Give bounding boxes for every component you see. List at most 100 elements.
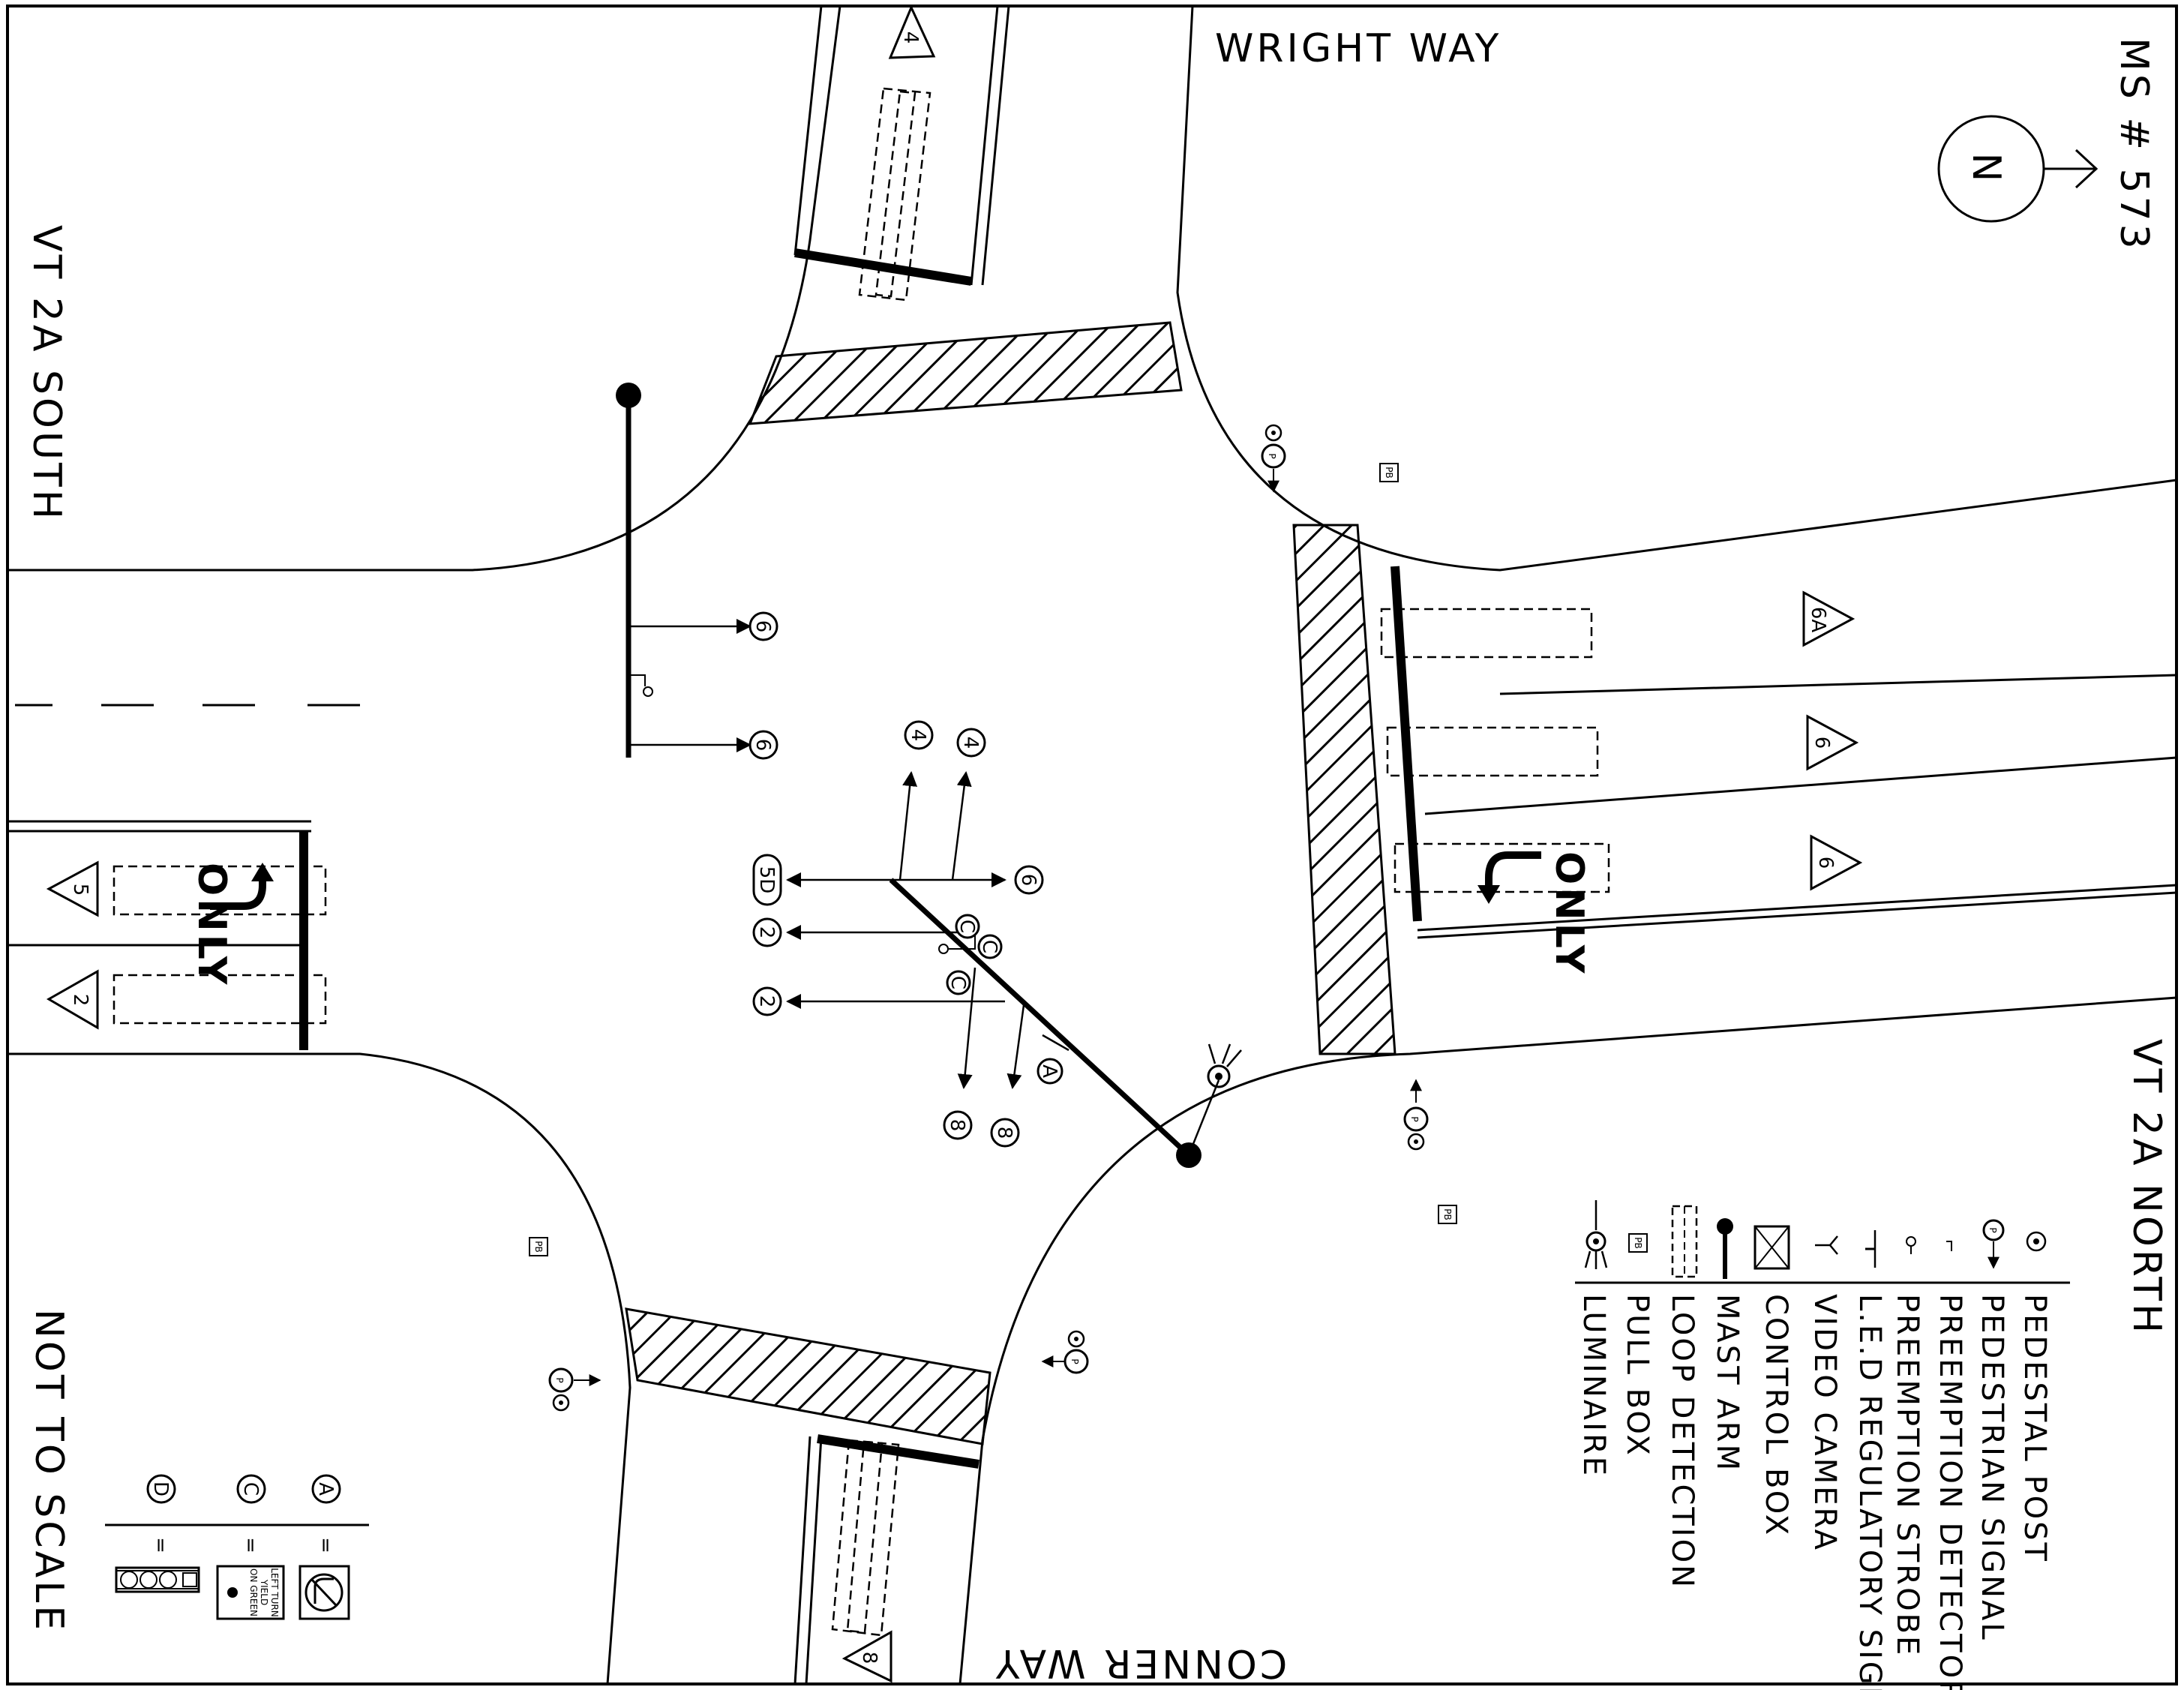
svg-text:4: 4 <box>907 729 929 742</box>
svg-text:A: A <box>1038 1064 1060 1078</box>
signal-head-diag-2-upper: 2 <box>752 917 782 947</box>
signal-head-diag-5d: 5D <box>752 854 782 906</box>
svg-text:PB: PB <box>1384 467 1394 478</box>
svg-text:PB: PB <box>1442 1208 1453 1220</box>
legend-label-6: CONTROL BOX <box>1759 1294 1793 1537</box>
preemption-strobe-icon <box>1906 1236 1916 1254</box>
lane-label-northbound: 8 <box>842 1630 892 1683</box>
preemption-detector-icon <box>1946 1241 1952 1251</box>
svg-text:PB: PB <box>533 1241 544 1252</box>
mast-arm-west <box>616 383 752 758</box>
north-arrow: N <box>1937 115 2098 223</box>
ped-signal-ne: P <box>1261 424 1286 493</box>
pull-box-icon: PB <box>1628 1233 1648 1253</box>
signal-head-diag-8-right: 8 <box>990 1118 1020 1148</box>
control-box-icon <box>1754 1225 1790 1270</box>
svg-text:P: P <box>554 1377 565 1382</box>
left-turn-arrow-east <box>1478 851 1541 904</box>
sign-marker-c3: C <box>946 970 971 995</box>
svg-text:PB: PB <box>1633 1237 1643 1248</box>
legend-label-1: PEDESTRIAN SIGNAL <box>1975 1294 2009 1642</box>
svg-text:8: 8 <box>993 1127 1016 1139</box>
sign-a-symbol <box>298 1565 350 1620</box>
svg-text:P: P <box>1988 1227 1998 1232</box>
mast-arm-icon <box>1717 1218 1733 1279</box>
sign-key-letter-c: C <box>239 1482 262 1496</box>
ped-signal-se: P <box>1403 1079 1429 1151</box>
map-title: MS # 573 <box>2111 38 2156 252</box>
legend-label-7: MAST ARM <box>1710 1294 1744 1472</box>
street-name-west: VT 2A SOUTH <box>24 225 69 522</box>
road-edges <box>8 5 2177 1685</box>
svg-text:2: 2 <box>755 995 778 1008</box>
loop-detection-icon <box>1671 1205 1698 1278</box>
left-turn-arrow-west <box>210 863 274 910</box>
legend-label-9: PULL BOX <box>1620 1294 1654 1457</box>
svg-text:6: 6 <box>752 620 774 633</box>
lane-label-eastbound-left: 5 <box>46 860 99 917</box>
signal-head-diag-6: 6 <box>1014 865 1044 895</box>
svg-text:LEFT TURN: LEFT TURN <box>269 1568 280 1617</box>
signal-head-diag-4-left: 4 <box>904 720 934 750</box>
legend-label-5: VIDEO CAMERA <box>1808 1294 1842 1552</box>
street-name-north: WRIGHT WAY <box>1215 26 1502 71</box>
svg-text:8: 8 <box>946 1119 968 1132</box>
luminaire-icon <box>1584 1200 1608 1269</box>
svg-text:6: 6 <box>1810 737 1833 749</box>
pedestrian-signal-icon: P <box>1982 1219 2005 1269</box>
pull-box-se: PB <box>1438 1205 1457 1224</box>
sign-marker-a1: A <box>1036 1058 1064 1085</box>
only-marking-west: ONLY <box>189 863 234 987</box>
pedestal-post-icon <box>2026 1231 2047 1252</box>
svg-text:6: 6 <box>1814 857 1837 869</box>
lane-label-westbound-bottom: 6 <box>1810 834 1863 891</box>
svg-text:5: 5 <box>69 884 92 896</box>
legend-label-10: LUMINAIRE <box>1576 1294 1611 1478</box>
lane-label-eastbound-right: 2 <box>46 969 99 1030</box>
sign-key-eq-d: = <box>149 1537 172 1553</box>
svg-text:6: 6 <box>752 739 774 752</box>
sign-key-eq-c: = <box>239 1537 262 1553</box>
svg-text:4: 4 <box>959 737 982 749</box>
svg-text:YIELD: YIELD <box>259 1579 269 1605</box>
signal-head-diag-2-lower: 2 <box>752 986 782 1016</box>
sign-key-letter-d: D <box>149 1481 172 1496</box>
legend-label-4: L.E.D REGULATORY SIGN <box>1852 1294 1887 1690</box>
svg-text:C: C <box>946 976 969 989</box>
svg-text:ON GREEN: ON GREEN <box>248 1568 259 1616</box>
svg-text:N: N <box>1964 153 2008 185</box>
sign-marker-c1: C <box>955 914 980 939</box>
sign-marker-c2: C <box>977 934 1003 959</box>
only-marking-east: ONLY <box>1546 851 1592 976</box>
svg-text:5D: 5D <box>755 866 778 894</box>
lane-label-westbound-top: 6A <box>1802 590 1856 647</box>
sign-d-signal-head <box>115 1566 200 1593</box>
svg-text:8: 8 <box>858 1652 880 1664</box>
pull-box-ne: PB <box>1379 463 1399 482</box>
signal-head-mast-west-upper: 6 <box>748 611 778 641</box>
legend-label-3: PREEMPTION STROBE <box>1890 1294 1924 1657</box>
legend-label-0: PEDESTAL POST <box>2018 1294 2052 1563</box>
led-sign-icon <box>1865 1230 1876 1268</box>
street-name-south: CONNER WAY <box>993 1640 1287 1685</box>
crosswalk-south <box>625 1307 992 1445</box>
signal-head-mast-west-lower: 6 <box>748 730 778 760</box>
sign-key: A = C = D = LEFT TURN YIELD ON GREEN <box>105 1474 369 1620</box>
svg-text:6A: 6A <box>1807 607 1829 633</box>
frame-border <box>6 5 2178 1685</box>
legend-label-2: PREEMPTION DETECTOR <box>1933 1294 1967 1690</box>
video-camera-icon <box>1815 1235 1838 1255</box>
lane-label-southbound: 4 <box>888 5 936 59</box>
svg-text:P: P <box>1409 1116 1420 1121</box>
svg-text:4: 4 <box>899 32 922 44</box>
svg-text:6: 6 <box>1017 874 1040 887</box>
svg-text:C: C <box>978 940 1000 953</box>
ped-signal-s: P <box>1041 1330 1089 1374</box>
mast-arm-diagonal <box>786 771 1242 1168</box>
pull-box-sw: PB <box>529 1237 548 1256</box>
sign-key-letter-a: A <box>314 1482 337 1496</box>
crosswalk-east <box>1292 524 1396 1055</box>
sign-key-eq-a: = <box>314 1537 337 1553</box>
street-name-east: VT 2A NORTH <box>2124 1039 2169 1336</box>
